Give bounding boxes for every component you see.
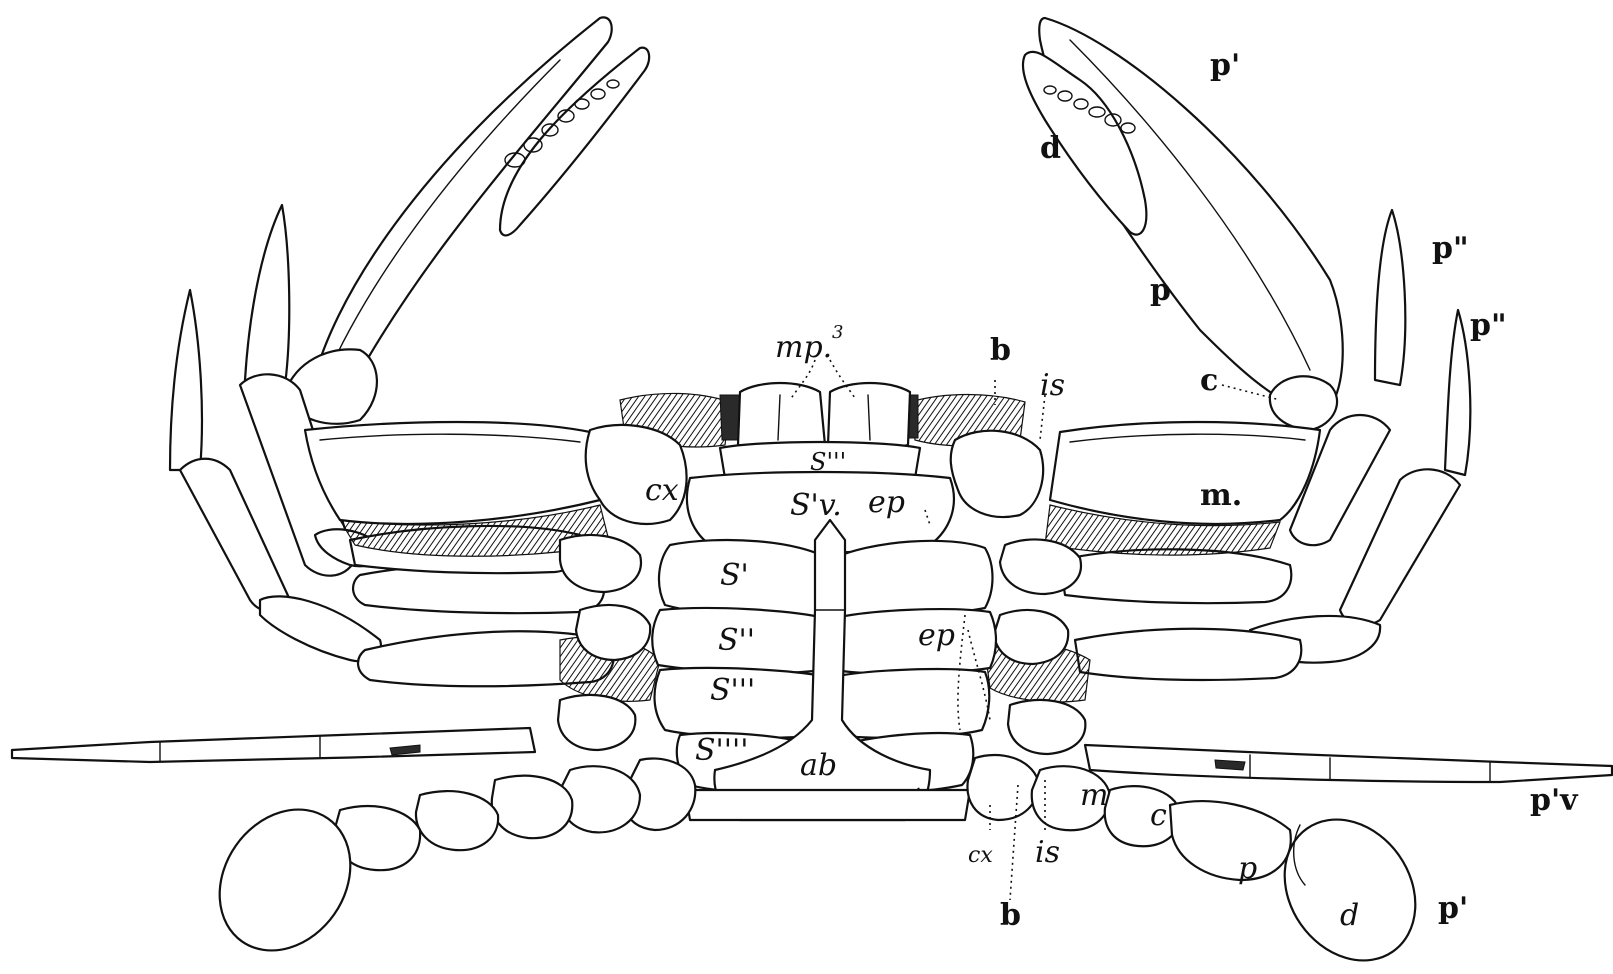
left-cheliped [285,17,649,423]
label-cx-top: cx [645,473,679,508]
label-is-bottom: is [1035,835,1060,870]
sternite-6-right [835,609,996,674]
label-merus-top: m. [1200,478,1242,513]
label-is-top: is [1040,368,1065,403]
label-s7: S''' [710,673,755,708]
label-mp-superscript: 3 [832,322,843,343]
label-s5: S' [720,558,749,593]
label-ep-mid: ep [918,618,955,653]
label-c-top: c [1200,363,1218,398]
right-cheliped [1023,18,1343,430]
label-dactylus-bottom: d [1340,898,1359,933]
label-propodus-claw: p [1150,273,1171,308]
label-s6: S'' [718,623,755,658]
label-cx-bottom: cx [968,843,993,868]
label-b-bottom: b [1000,898,1021,933]
label-p3: p" [1470,308,1507,343]
label-p2: p" [1432,231,1469,266]
label-ep-top: ep [868,485,905,520]
label-s4: S'v. [790,488,842,523]
sternal-base [685,790,970,820]
label-abdomen: ab [800,748,837,783]
label-s8: S'''' [695,733,749,768]
sternite-5-right [830,541,993,617]
maxillipeds [738,383,910,450]
label-p5: p' [1438,891,1468,926]
label-carpus-bottom: c [1150,798,1167,833]
label-s3: S''' [810,448,846,476]
label-p1: p' [1210,48,1240,83]
label-b-top: b [990,333,1011,368]
label-merus-bottom: m [1080,778,1108,813]
sternite-7-right [838,669,989,738]
label-dactylus-claw: d [1040,131,1061,166]
label-propodus-bottom: p [1238,851,1257,886]
label-p4: p'v [1530,783,1579,818]
label-mp: mp. [775,330,832,365]
